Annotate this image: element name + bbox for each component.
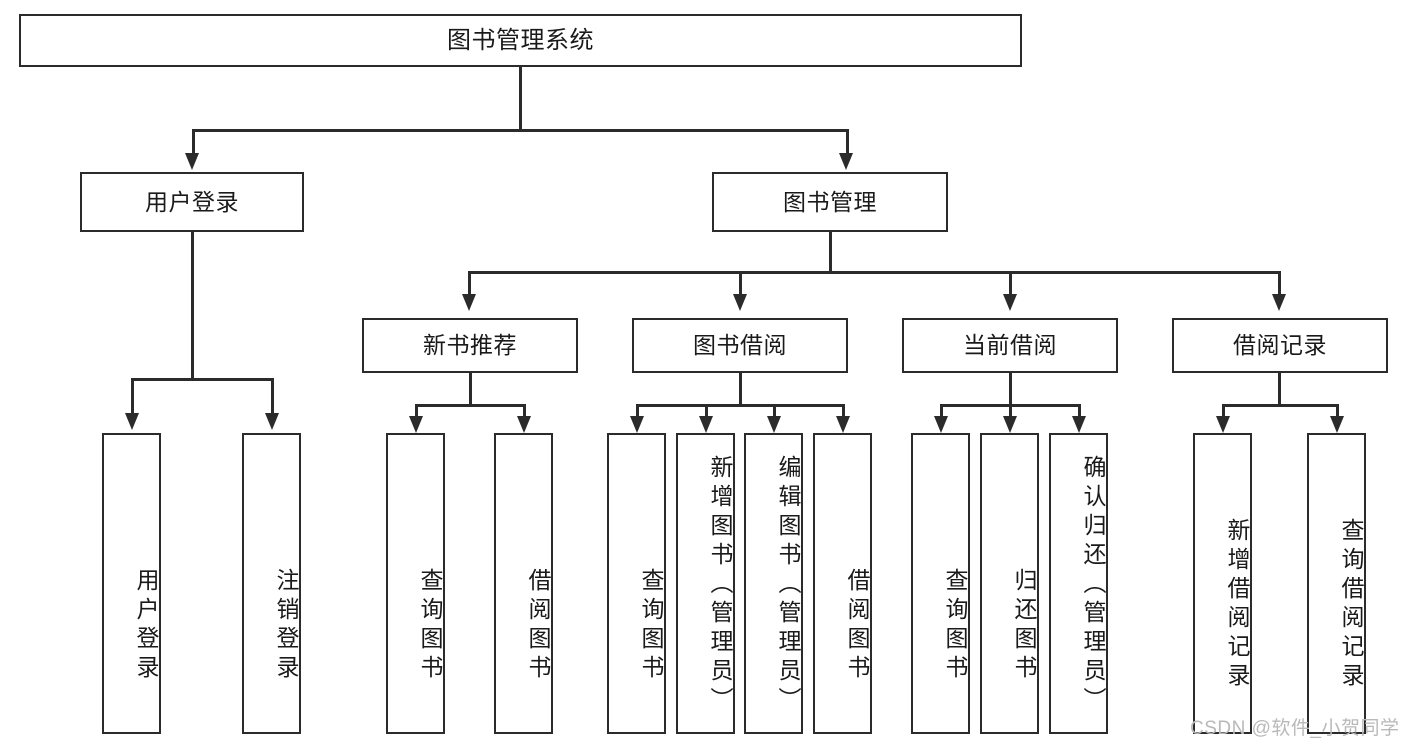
leaf-nb-query-book[interactable]: 查询图书 <box>386 433 445 734</box>
connector-bb-drop-3 <box>773 404 776 420</box>
connector-book-borrow-stem <box>739 373 742 406</box>
leaf-label: 注销登录 <box>273 568 299 684</box>
leaf-label: 归还图书 <box>1011 568 1037 684</box>
arrowhead-new-book-recommend <box>462 294 476 311</box>
arrowhead-nb-query-book <box>409 416 423 433</box>
leaf-nb-borrow-book[interactable]: 借阅图书 <box>494 433 553 734</box>
node-book-management[interactable]: 图书管理 <box>712 172 948 232</box>
arrowhead-user-login <box>185 153 199 170</box>
connector-br-drop-2 <box>1336 404 1339 420</box>
leaf-bb-query-book[interactable]: 查询图书 <box>607 433 666 734</box>
arrowhead-current-borrow <box>1003 294 1017 311</box>
arrowhead-nb-borrow-book <box>517 416 531 433</box>
connector-bb-drop-4 <box>842 404 845 420</box>
connector-new-book-bus <box>415 404 525 407</box>
connector-book-mgmt-stem <box>829 232 832 274</box>
leaf-logout[interactable]: 注销登录 <box>242 433 301 734</box>
arrowhead-borrow-records <box>1272 294 1286 311</box>
leaf-label: 查询图书 <box>638 568 664 684</box>
leaf-cb-return-book[interactable]: 归还图书 <box>980 433 1039 734</box>
connector-cb-drop-1 <box>940 404 943 420</box>
leaf-br-query-record[interactable]: 查询借阅记录 <box>1307 433 1366 734</box>
connector-cb-drop-3 <box>1078 404 1081 420</box>
node-new-book-recommend[interactable]: 新书推荐 <box>362 318 578 373</box>
arrowhead-leaf-logout <box>265 413 279 430</box>
arrowhead-bb-add-book <box>699 416 713 433</box>
arrowhead-bb-edit-book <box>767 416 781 433</box>
connector-new-book-drop-2 <box>523 404 526 420</box>
arrowhead-cb-return-book <box>1003 416 1017 433</box>
connector-br-drop-1 <box>1222 404 1225 420</box>
arrowhead-bb-borrow-book <box>836 416 850 433</box>
leaf-label: 新增借阅记录 <box>1224 517 1250 692</box>
node-borrow-records[interactable]: 借阅记录 <box>1172 318 1388 373</box>
connector-book-borrow-bus <box>636 404 844 407</box>
leaf-bb-add-book[interactable]: 新增图书（管理员） <box>676 433 735 734</box>
connector-root-stem <box>519 67 522 131</box>
arrowhead-br-query-record <box>1330 416 1344 433</box>
arrowhead-leaf-user-login <box>125 413 139 430</box>
node-book-borrow[interactable]: 图书借阅 <box>632 318 848 373</box>
connector-to-book-borrow <box>739 271 742 299</box>
leaf-cb-confirm-return[interactable]: 确认归还（管理员） <box>1049 433 1108 734</box>
leaf-label: 编辑图书（管理员） <box>775 455 801 716</box>
arrowhead-book-borrow <box>733 294 747 311</box>
connector-current-borrow-stem <box>1009 373 1012 406</box>
leaf-cb-query-book[interactable]: 查询图书 <box>911 433 970 734</box>
leaf-user-login[interactable]: 用户登录 <box>102 433 161 734</box>
leaf-label: 确认归还（管理员） <box>1080 455 1106 716</box>
node-user-login[interactable]: 用户登录 <box>80 172 304 232</box>
node-current-borrow[interactable]: 当前借阅 <box>902 318 1118 373</box>
leaf-label: 用户登录 <box>133 568 159 684</box>
connector-cb-drop-2 <box>1009 404 1012 420</box>
arrowhead-cb-query-book <box>934 416 948 433</box>
leaf-label: 查询借阅记录 <box>1338 517 1364 692</box>
connector-root-to-book-mgmt <box>846 129 849 157</box>
leaf-label: 查询图书 <box>417 568 443 684</box>
arrowhead-br-add-record <box>1216 416 1230 433</box>
connector-user-login-bus <box>131 378 274 381</box>
connector-new-book-stem <box>469 373 472 406</box>
connector-user-login-drop-2 <box>271 378 274 418</box>
connector-root-bus <box>192 129 848 132</box>
leaf-bb-edit-book[interactable]: 编辑图书（管理员） <box>744 433 803 734</box>
connector-root-to-user-login <box>192 129 195 157</box>
connector-user-login-stem <box>191 232 194 380</box>
connector-borrow-records-stem <box>1278 373 1281 406</box>
connector-to-current-borrow <box>1009 271 1012 299</box>
leaf-label: 借阅图书 <box>844 568 870 684</box>
connector-user-login-drop-1 <box>131 378 134 418</box>
node-root-system[interactable]: 图书管理系统 <box>19 14 1022 67</box>
connector-to-new-book <box>468 271 471 299</box>
arrowhead-bb-query-book <box>630 416 644 433</box>
connector-book-mgmt-bus <box>468 271 1280 274</box>
arrowhead-cb-confirm-return <box>1072 416 1086 433</box>
arrowhead-book-mgmt <box>839 153 853 170</box>
leaf-bb-borrow-book[interactable]: 借阅图书 <box>813 433 872 734</box>
connector-to-borrow-records <box>1278 271 1281 299</box>
connector-borrow-records-bus <box>1222 404 1338 407</box>
connector-bb-drop-1 <box>636 404 639 420</box>
leaf-label: 新增图书（管理员） <box>707 455 733 716</box>
connector-bb-drop-2 <box>705 404 708 420</box>
leaf-label: 查询图书 <box>942 568 968 684</box>
leaf-label: 借阅图书 <box>525 568 551 684</box>
connector-new-book-drop-1 <box>415 404 418 420</box>
leaf-br-add-record[interactable]: 新增借阅记录 <box>1193 433 1252 734</box>
